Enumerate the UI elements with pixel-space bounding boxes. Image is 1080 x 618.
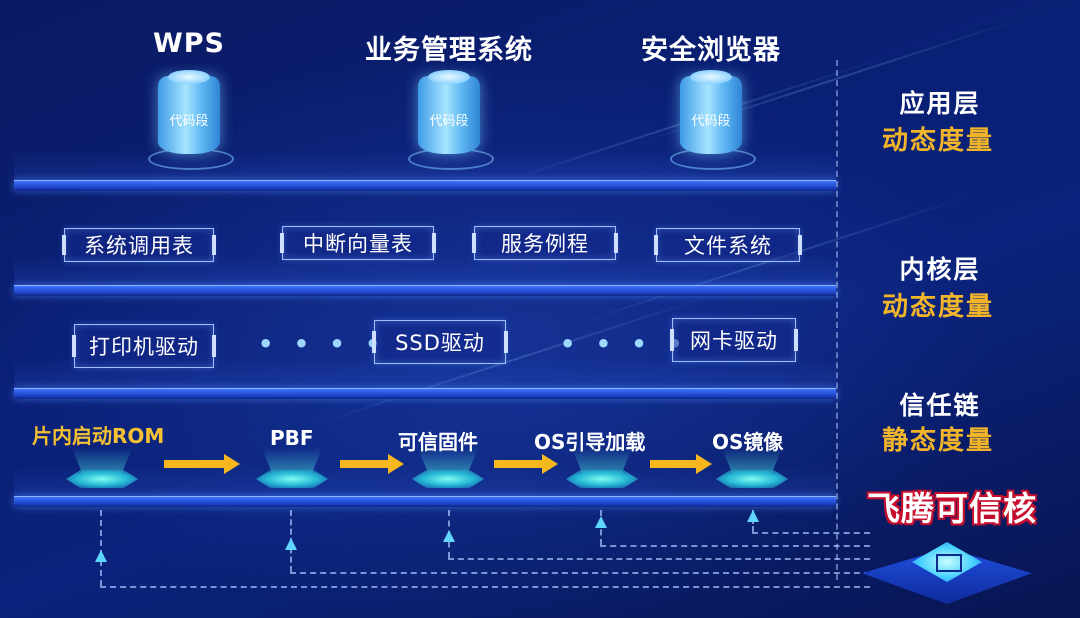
- cylinder-body: [680, 76, 742, 154]
- code-segment-cylinder: 代码段: [148, 70, 234, 170]
- stage-platform: [408, 448, 488, 488]
- chain-stage-pbf: PBF: [270, 426, 314, 450]
- code-segment-cylinder: 代码段: [408, 70, 494, 170]
- syscall-table-box: 系统调用表: [62, 228, 216, 262]
- trusted-core-title: 飞腾可信核: [867, 489, 1037, 528]
- up-arrow-icon: [95, 550, 107, 562]
- layer-title-trust-chain: 信任链: [899, 391, 981, 420]
- app-label-secure-browser: 安全浏览器: [641, 35, 781, 66]
- layer-measure-trust-chain: 静态度量: [881, 426, 994, 456]
- layer-divider: [836, 60, 838, 580]
- code-segment-label: 代码段: [169, 114, 209, 129]
- measure-line: [290, 572, 870, 574]
- nic-driver-box: 网卡驱动: [670, 318, 798, 362]
- layer-title-application: 应用层: [899, 89, 981, 118]
- up-arrow-icon: [443, 530, 455, 542]
- measure-line: [752, 532, 870, 534]
- stage-platform: [62, 448, 142, 488]
- layer-measure-kernel: 动态度量: [881, 292, 994, 322]
- ssd-driver-box: SSD驱动: [372, 320, 508, 364]
- file-system-box: 文件系统: [654, 228, 802, 262]
- interrupt-vector-table-box: 中断向量表: [280, 226, 436, 260]
- chain-arrow: [164, 454, 240, 474]
- trusted-core-chip-icon: [862, 528, 1032, 608]
- stage-platform: [712, 448, 792, 488]
- chain-arrow: [494, 454, 558, 474]
- measure-line: [600, 545, 870, 547]
- measure-line: [448, 558, 870, 560]
- up-arrow-icon: [595, 516, 607, 528]
- stage-platform: [562, 448, 642, 488]
- kernel-layer-shelf: [14, 285, 836, 296]
- layer-measure-application: 动态度量: [881, 126, 994, 156]
- cylinder-body: [418, 76, 480, 154]
- code-segment-label: 代码段: [691, 114, 731, 129]
- layer-title-kernel: 内核层: [899, 255, 981, 284]
- code-segment-label: 代码段: [429, 114, 469, 129]
- app-label-wps: WPS: [152, 28, 226, 59]
- trust-chain-shelf: [14, 496, 836, 507]
- chain-arrow: [650, 454, 712, 474]
- measure-line: [100, 586, 870, 588]
- stage-platform: [252, 448, 332, 488]
- measure-line: [100, 510, 102, 586]
- chain-stage-boot-rom: 片内启动ROM: [32, 424, 165, 448]
- ellipsis-dots: • • • •: [258, 330, 387, 358]
- cylinder-top: [690, 70, 732, 84]
- chain-arrow: [340, 454, 404, 474]
- up-arrow-icon: [747, 510, 759, 522]
- application-layer-shelf: [14, 180, 836, 191]
- cylinder-body: [158, 76, 220, 154]
- printer-driver-box: 打印机驱动: [72, 324, 216, 368]
- driver-layer-shelf: [14, 388, 836, 399]
- code-segment-cylinder: 代码段: [670, 70, 756, 170]
- cylinder-top: [428, 70, 470, 84]
- ellipsis-dots: • • • •: [560, 330, 689, 358]
- cylinder-top: [168, 70, 210, 84]
- up-arrow-icon: [285, 538, 297, 550]
- service-routine-box: 服务例程: [472, 226, 618, 260]
- app-label-business-system: 业务管理系统: [365, 35, 533, 66]
